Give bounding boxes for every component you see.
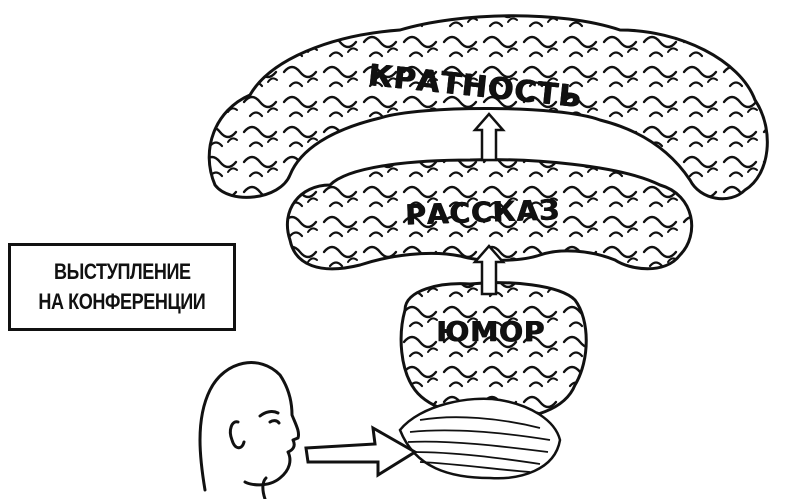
label-line-2: НА КОНФЕРЕНЦИИ: [38, 289, 206, 314]
arrow-right-speech: [304, 425, 418, 478]
brain-top: [207, 14, 769, 201]
brain-bottom-label: ЮМОР: [436, 315, 546, 348]
speaker-head: [198, 361, 300, 499]
brain-middle: [285, 158, 694, 271]
arrow-up-middle-to-top: [472, 112, 506, 162]
brain-stem: [398, 397, 562, 480]
brain-bottom: [399, 281, 588, 420]
brain-middle-label: РАССКАЗ: [404, 193, 561, 232]
conference-talk-label-box: ВЫСТУПЛЕНИЕ НА КОНФЕРЕНЦИИ: [8, 243, 236, 331]
arrow-up-bottom-to-middle: [472, 244, 506, 296]
label-line-1: ВЫСТУПЛЕНИЕ: [53, 259, 191, 284]
